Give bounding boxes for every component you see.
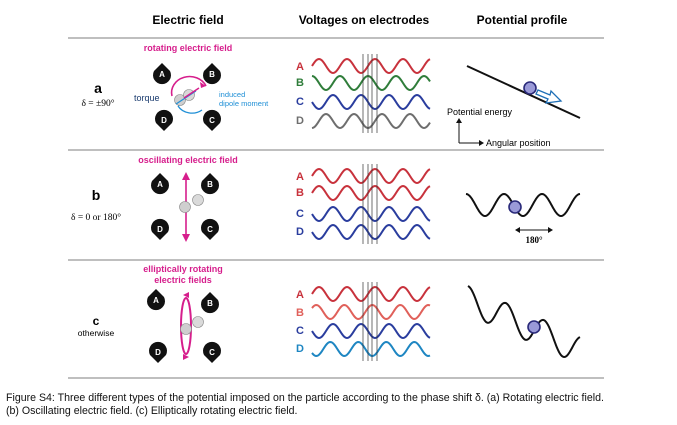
row-c-electrode-c: C bbox=[203, 341, 221, 363]
row-a-electrode-d: D bbox=[155, 109, 173, 131]
row-a-waves bbox=[311, 54, 431, 133]
row-b-wave-2 bbox=[311, 205, 431, 223]
row-b-electrode-c: C bbox=[201, 218, 219, 240]
row-a-ylabel: Potential energy bbox=[447, 107, 513, 117]
row-c-wave-label-b: B bbox=[296, 307, 304, 319]
row-b-wave-label-d: D bbox=[296, 226, 304, 238]
svg-text:C: C bbox=[209, 116, 215, 125]
row-c-wave-1 bbox=[311, 304, 431, 320]
row-b-field-title: oscillating electric field bbox=[138, 155, 238, 165]
row-b-particle-ball bbox=[508, 200, 522, 214]
row-a-wave-2 bbox=[311, 93, 431, 111]
row-b-wave-label-b: B bbox=[296, 187, 304, 199]
row-a-torque-arrow bbox=[177, 105, 203, 114]
row-a-xlabel: Angular position bbox=[486, 138, 551, 148]
row-c-ellipse-arrow bbox=[180, 297, 192, 355]
row-b-condition: δ = 0 or 180° bbox=[71, 212, 121, 223]
row-c-field-title-1: elliptically rotating bbox=[143, 264, 223, 274]
row-a-wave-label-a: A bbox=[296, 61, 304, 73]
row-c-particle-2 bbox=[192, 316, 204, 328]
row-a-potential-line bbox=[466, 65, 581, 119]
row-c-particle-1 bbox=[180, 323, 192, 335]
row-a-motion-arrow bbox=[535, 89, 563, 104]
row-b-wave-0 bbox=[311, 167, 431, 185]
row-b-wave-3 bbox=[311, 223, 431, 241]
row-a-condition: δ = ±90° bbox=[81, 98, 114, 109]
row-a-wave-3 bbox=[311, 112, 431, 130]
row-b-electrode-b: B bbox=[201, 173, 219, 195]
figure-caption: Figure S4: Three different types of the … bbox=[6, 392, 674, 418]
row-a-electrode-b: B bbox=[203, 63, 221, 85]
row-a-wave-1 bbox=[311, 74, 431, 92]
header-voltages: Voltages on electrodes bbox=[299, 13, 430, 27]
row-c-wave-label-d: D bbox=[296, 343, 304, 355]
row-a-wave-label-d: D bbox=[296, 115, 304, 127]
row-a-particle-ball bbox=[523, 81, 537, 95]
row-a-wave-label-b: B bbox=[296, 77, 304, 89]
row-b: b δ = 0 or 180° oscillating electric fie… bbox=[71, 155, 581, 245]
row-a-wave-label-c: C bbox=[296, 96, 304, 108]
row-a-letter: a bbox=[94, 80, 102, 96]
row-a-torque-label: torque bbox=[134, 93, 160, 103]
row-c-wave-label-a: A bbox=[296, 289, 304, 301]
caption-line-2: (b) Oscillating electric field. (c) Elli… bbox=[6, 405, 298, 417]
row-b-potential-curve bbox=[465, 192, 581, 218]
svg-text:B: B bbox=[207, 180, 213, 189]
row-c-letter: c bbox=[93, 314, 100, 328]
row-a-field-title: rotating electric field bbox=[144, 43, 233, 53]
row-a-wave-0 bbox=[311, 57, 431, 75]
row-a-dipole-label-1: induced bbox=[219, 90, 245, 99]
svg-text:D: D bbox=[155, 348, 161, 357]
row-b-wave-label-c: C bbox=[296, 208, 304, 220]
svg-text:C: C bbox=[207, 225, 213, 234]
row-c-electrode-d: D bbox=[149, 341, 167, 363]
svg-text:A: A bbox=[159, 70, 165, 79]
row-c-wave-3 bbox=[311, 341, 431, 357]
svg-text:D: D bbox=[161, 116, 167, 125]
header-electric-field: Electric field bbox=[152, 13, 223, 27]
row-c-wave-label-c: C bbox=[296, 325, 304, 337]
row-c-wave-2 bbox=[311, 322, 431, 340]
row-a-electrode-a: A bbox=[153, 63, 171, 85]
row-b-particle-2 bbox=[192, 194, 204, 206]
svg-text:C: C bbox=[209, 348, 215, 357]
row-c-potential-curve bbox=[467, 285, 581, 359]
row-c-electrode-a: A bbox=[147, 289, 165, 311]
row-a-dipole-label-2: dipole moment bbox=[219, 99, 269, 108]
row-c: c otherwise elliptically rotating electr… bbox=[78, 264, 581, 363]
svg-text:A: A bbox=[157, 180, 163, 189]
caption-line-1: Figure S4: Three different types of the … bbox=[6, 392, 604, 404]
row-c-waves bbox=[311, 282, 431, 361]
row-a: a δ = ±90° rotating electric field A B D… bbox=[81, 43, 581, 148]
row-b-particle-1 bbox=[179, 201, 191, 213]
row-b-waves bbox=[311, 164, 431, 244]
row-b-wave-label-a: A bbox=[296, 171, 304, 183]
row-a-field-vector bbox=[183, 87, 200, 99]
svg-text:B: B bbox=[207, 299, 213, 308]
row-b-electrode-a: A bbox=[151, 173, 169, 195]
svg-text:D: D bbox=[157, 225, 163, 234]
svg-text:B: B bbox=[209, 70, 215, 79]
row-b-wave-1 bbox=[311, 184, 431, 202]
row-b-period-label: 180° bbox=[525, 235, 543, 245]
svg-text:A: A bbox=[153, 296, 159, 305]
row-c-condition: otherwise bbox=[78, 328, 115, 338]
row-a-electrode-c: C bbox=[203, 109, 221, 131]
row-c-field-title-2: electric fields bbox=[154, 275, 212, 285]
header-potential-profile: Potential profile bbox=[477, 13, 568, 27]
row-c-wave-0 bbox=[311, 285, 431, 303]
row-a-rotation-arrow bbox=[170, 75, 207, 97]
row-b-letter: b bbox=[92, 187, 101, 203]
row-c-particle-ball bbox=[527, 320, 541, 334]
row-b-electrode-d: D bbox=[151, 218, 169, 240]
row-c-electrode-b: B bbox=[201, 292, 219, 314]
